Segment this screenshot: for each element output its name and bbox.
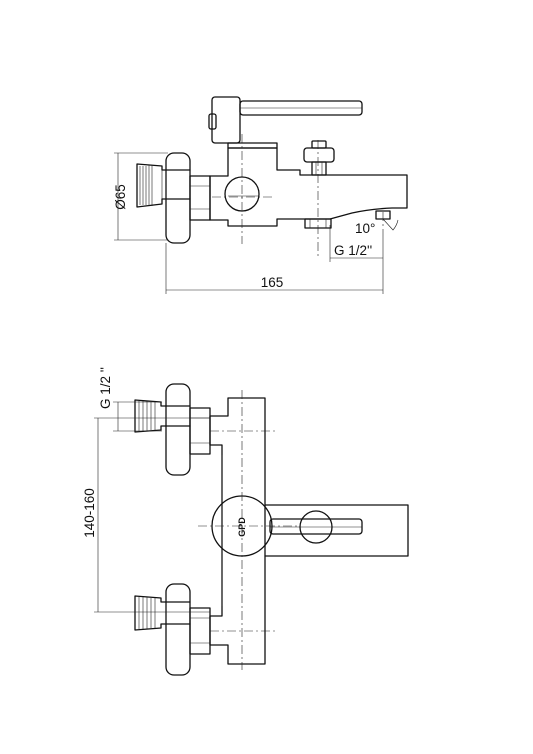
angle-label: 10° [355, 221, 375, 236]
lower-hex-nut [189, 607, 211, 655]
mixer-body [209, 147, 408, 227]
inlet-connector [136, 163, 191, 208]
angle-arc [382, 218, 399, 231]
spout-front [264, 504, 409, 557]
front-view: GPD G 1/2 '' 140-160 [82, 367, 409, 676]
diverter-button-front [299, 510, 333, 544]
diverter-button [303, 147, 335, 163]
upper-wall-rosette [165, 383, 191, 476]
diameter-label: Ø65 [113, 184, 128, 210]
thread-label-front: G 1/2 '' [98, 367, 113, 409]
length-label: 165 [261, 275, 284, 290]
upper-inlet [134, 399, 191, 433]
hex-nut [189, 175, 211, 221]
top-view: Ø65 10° G 1/2'' 165 [113, 96, 408, 294]
cartridge-collar [227, 142, 278, 149]
lower-wall-rosette [165, 583, 191, 676]
thread-label-top: G 1/2'' [334, 243, 372, 258]
lever-front [269, 518, 363, 535]
lower-inlet [134, 595, 191, 631]
upper-hex-nut [189, 407, 211, 455]
inlet-thread [139, 165, 153, 206]
cartridge-knob [208, 113, 217, 130]
diverter-stem [311, 161, 327, 176]
upper-inlet-thread [138, 401, 156, 431]
lower-inlet-thread [138, 597, 156, 629]
mixer-body-front [209, 397, 266, 665]
spacing-label: 140-160 [82, 488, 97, 538]
cartridge-cap [211, 96, 241, 144]
wall-rosette [165, 152, 191, 244]
diverter-button-top [311, 140, 327, 149]
aerator [375, 210, 391, 220]
